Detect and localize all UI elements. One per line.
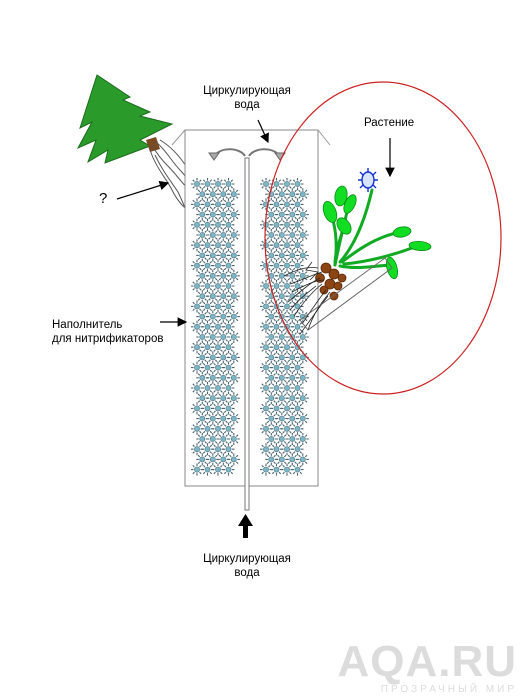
filler-cell [221,197,236,211]
tree-icon [76,74,174,164]
filler-cell [216,187,230,201]
plant-icon [283,168,432,335]
circulation-top-pointer [257,119,269,144]
filler-cell [211,238,225,252]
filler-cell [211,177,225,191]
plant-highlight-ellipse [264,81,502,395]
filler-cell [221,218,236,232]
filler-label: Наполнитель для нитрификаторов [52,318,192,346]
filler-cell [190,177,204,191]
watermark-logo: AQA.RU [337,637,517,686]
filler-cell [206,187,220,201]
circulation-label-bottom-line2: вода [234,567,260,579]
filler-cell [221,177,236,191]
filler-cell [216,208,230,222]
filler-cell [190,238,204,252]
question-pointer [116,180,170,200]
circulation-label-top: Циркулирующая вода [192,84,302,112]
circulation-label-top-line2: вода [234,99,260,111]
filler-cell [227,208,241,222]
plant-label: Растение [364,117,415,129]
filler-cell [195,187,209,201]
filler-cell [200,218,215,232]
filler-cell [190,197,204,211]
filler-cell [200,197,215,211]
filler-label-line2: для нитрификаторов [52,333,164,345]
filler-cell [221,238,236,252]
filler-cell [200,238,215,252]
watermark-tagline: ПРОЗРАЧНЫЙ МИР [380,684,517,695]
filler-cell [200,177,215,191]
filler-cell [206,208,220,222]
circulation-arrows-top [208,148,286,161]
filler-cell [227,187,241,201]
filler-cell [206,228,220,242]
flower-icon [358,168,378,192]
filler-cell [227,228,241,242]
filler-label-line1: Наполнитель [52,319,123,331]
question-mark: ? [99,190,108,207]
circulation-label-bottom-line1: Циркулирующая [203,553,291,565]
inflow-arrow-up [238,514,253,538]
filler-cell [195,208,209,222]
circulation-label-bottom: Циркулирующая вода [192,552,302,580]
watermark: AQA.RU ПРОЗРАЧНЫЙ МИР [337,640,517,696]
circulation-label-top-line1: Циркулирующая [203,85,291,97]
filler-cell [195,228,209,242]
filler-cell [216,228,230,242]
filler-cell [211,197,225,211]
central-pipe [244,157,250,511]
filler-cell [211,218,225,232]
filler-cell [190,218,204,232]
